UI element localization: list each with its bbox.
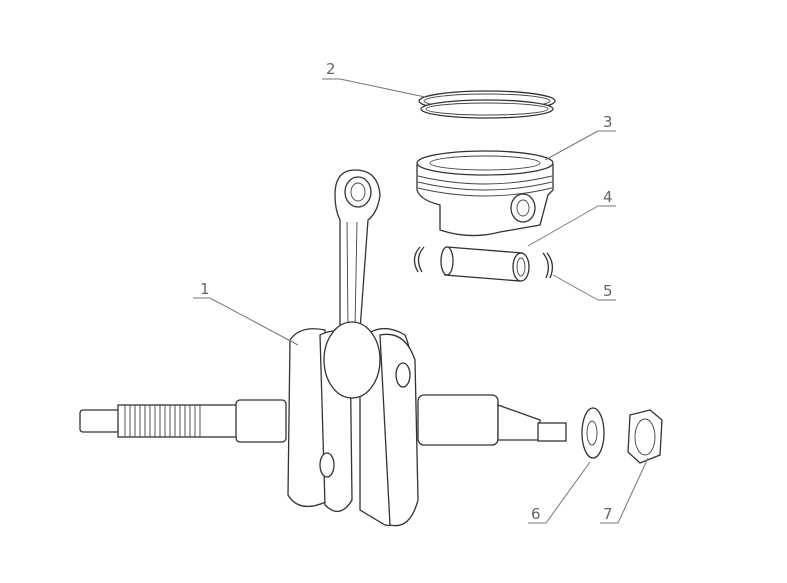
crankshaft [79, 328, 567, 527]
nut [627, 409, 663, 464]
callout-1: 1 [200, 280, 210, 298]
connecting-rod [323, 169, 381, 399]
callout-7: 7 [603, 505, 613, 523]
piston-rings [418, 90, 556, 119]
piston-pin-clip-right [542, 252, 554, 279]
callout-2: 2 [326, 60, 336, 78]
callout-4: 4 [603, 188, 613, 206]
callout-3: 3 [603, 113, 613, 131]
piston [416, 150, 554, 237]
washer [581, 407, 605, 459]
piston-pin-clip-left [413, 246, 425, 273]
leader-lines [193, 78, 649, 524]
callout-6: 6 [531, 505, 541, 523]
piston-pin [440, 246, 530, 282]
callout-5: 5 [603, 282, 613, 300]
